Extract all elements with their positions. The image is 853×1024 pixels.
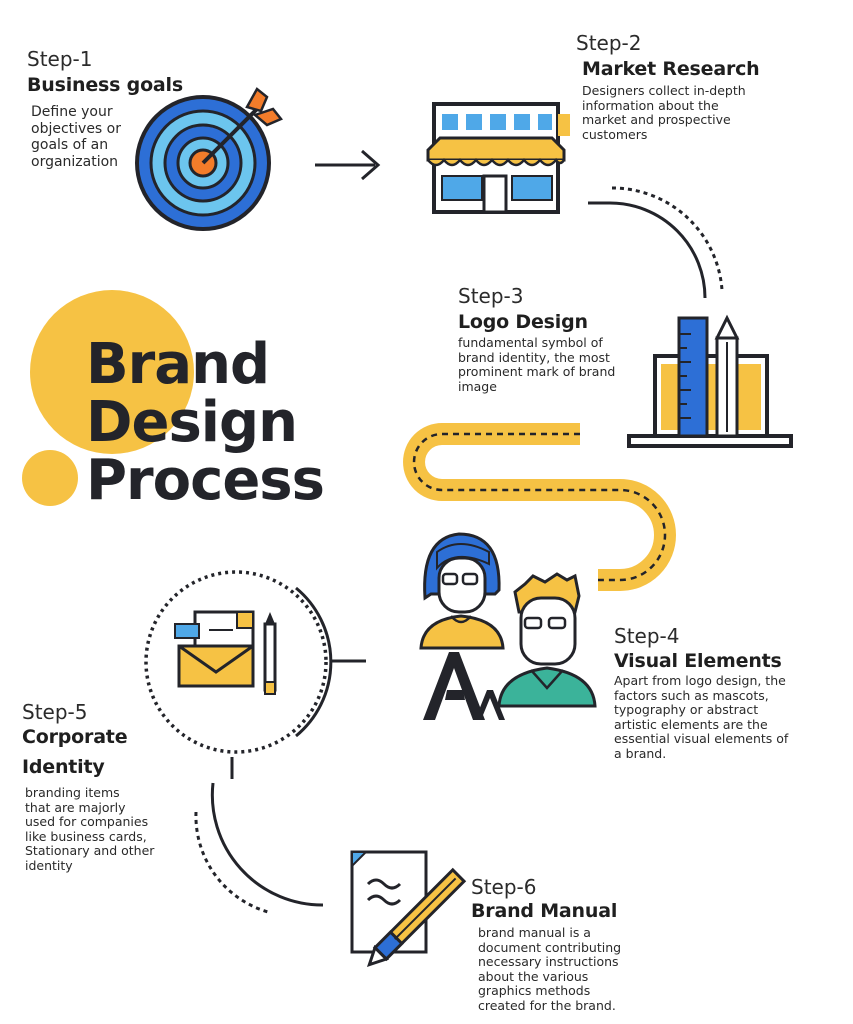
connector-arc-2-3 (588, 201, 707, 299)
arrow-right-icon (315, 149, 381, 181)
people-typography-icon (419, 532, 597, 720)
step-4-label: Step-4 (614, 624, 680, 648)
small-yellow-circle (22, 450, 78, 506)
step-6-title: Brand Manual (471, 900, 618, 922)
step-2-title: Market Research (582, 58, 760, 80)
yellow-road-dashes (412, 432, 667, 582)
woman-avatar-icon (419, 532, 505, 650)
stationery-icon (174, 610, 277, 695)
man-avatar-icon (497, 572, 597, 708)
step-5-description: branding items that are majorly used for… (25, 785, 155, 873)
main-title: Brand Design Process (86, 332, 325, 513)
step-4-title: Visual Elements (614, 650, 782, 672)
step-5-label: Step-5 (22, 700, 88, 724)
connector-5-6-dotted (194, 811, 269, 914)
stationery-circle-arc (295, 586, 333, 738)
title-line-3: Process (86, 448, 325, 513)
stationery-dotted-circle (144, 570, 328, 754)
typography-aa-icon (423, 652, 505, 720)
step-3-title: Logo Design (458, 311, 588, 333)
step-3-label: Step-3 (458, 284, 524, 308)
step-1-title: Business goals (27, 74, 183, 96)
title-line-1: Brand (86, 332, 270, 397)
step-5-title-line-1: Corporate (22, 726, 128, 748)
step-6-label: Step-6 (471, 875, 537, 899)
step-1-description: Define your objectives or goals of an or… (31, 104, 121, 170)
step-1-label: Step-1 (27, 47, 93, 71)
step-2-label: Step-2 (576, 31, 642, 55)
storefront-icon (426, 102, 570, 214)
step-4-description: Apart from logo design, the factors such… (614, 673, 789, 761)
step-2-description: Designers collect in-depth information a… (582, 83, 746, 142)
design-tools-icon (627, 314, 793, 448)
document-pen-icon (350, 850, 467, 968)
title-line-2: Design (86, 390, 298, 455)
connector-5-6-arc (210, 782, 324, 907)
big-yellow-circle (30, 290, 194, 454)
target-icon (135, 87, 284, 231)
connector-dotted-2-3 (611, 186, 724, 291)
step-6-description: brand manual is a document contributing … (478, 925, 622, 1013)
step-3-description: fundamental symbol of brand identity, th… (458, 335, 616, 394)
step-5-title-line-2: Identity (22, 756, 105, 778)
